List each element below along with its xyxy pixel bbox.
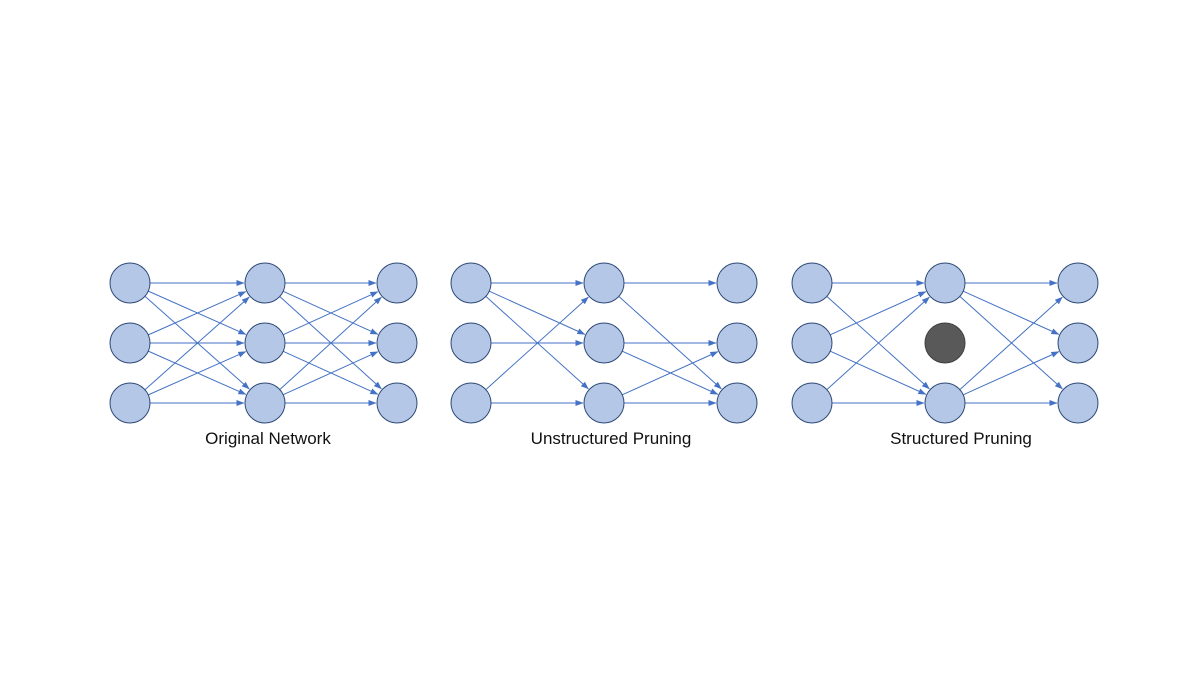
node-unstructured-L0-N1 [450,322,492,364]
edge-structured-3 [830,350,927,395]
edge-original-6 [144,296,250,391]
node-unstructured-L0-N2 [450,382,492,424]
edge-structured-4 [826,296,930,390]
panel-structured-pruning [791,262,1099,424]
node-unstructured-L2-N1 [716,322,758,364]
node-unstructured-L2-N0 [716,262,758,304]
edge-original-16 [283,351,379,396]
node-original-L2-N0 [376,262,418,304]
node-unstructured-L1-N0 [583,262,625,304]
panel-original-network [109,262,418,424]
caption-unstructured-pruning: Unstructured Pruning [530,429,692,448]
node-original-L0-N1 [109,322,151,364]
node-structured-L2-N2 [1057,382,1099,424]
edge-unstructured-4 [485,296,589,390]
node-unstructured-L1-N1 [583,322,625,364]
node-original-L1-N2 [244,382,286,424]
node-structured-L0-N1 [791,322,833,364]
node-structured-L1-N0 [924,262,966,304]
node-original-L0-N0 [109,262,151,304]
panel-unstructured-pruning [450,262,758,424]
node-structured-L2-N0 [1057,262,1099,304]
node-structured-L0-N0 [791,262,833,304]
node-original-L1-N1 [244,322,286,364]
node-structured-L1-N2 [924,382,966,424]
edge-original-15 [279,296,382,390]
node-unstructured-L0-N0 [450,262,492,304]
edge-structured-10 [963,351,1060,396]
node-unstructured-L2-N2 [716,382,758,424]
node-original-L2-N1 [376,322,418,364]
node-original-L0-N2 [109,382,151,424]
node-original-L1-N0 [244,262,286,304]
caption-structured-pruning: Structured Pruning [890,429,1032,448]
edge-structured-9 [959,296,1063,390]
edge-original-12 [283,291,379,336]
pruned-node-structured-L1-N1 [924,322,966,364]
edge-structured-2 [830,291,927,336]
node-structured-L2-N1 [1057,322,1099,364]
node-original-L2-N2 [376,382,418,424]
caption-original-network: Original Network [205,429,331,448]
edge-structured-7 [963,290,1060,335]
edge-unstructured-1 [489,290,586,335]
edge-unstructured-10 [622,351,719,396]
edge-original-3 [148,291,247,336]
node-unstructured-L1-N2 [583,382,625,424]
node-structured-L0-N2 [791,382,833,424]
edge-original-7 [148,351,247,396]
